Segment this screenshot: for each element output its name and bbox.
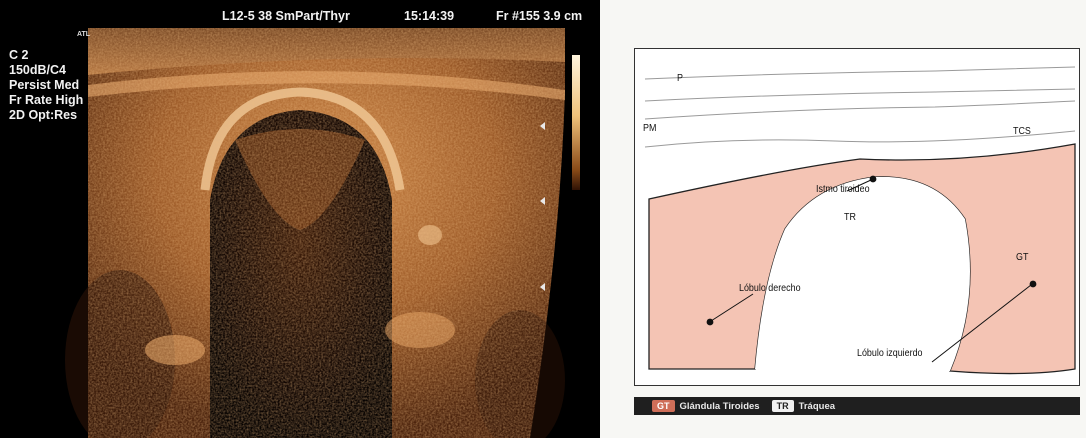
label-tcs: TCS bbox=[1013, 125, 1031, 137]
thyroid-diagram bbox=[635, 49, 1080, 386]
gray-scale-bar bbox=[572, 55, 580, 190]
label-pm: PM bbox=[643, 122, 656, 134]
label-gt: GT bbox=[1016, 251, 1028, 263]
thyroid-diagram-panel: P PM TCS Istmo tiroideo TR GT Lóbulo der… bbox=[634, 48, 1080, 438]
param-line: Persist Med bbox=[9, 78, 83, 93]
focus-marker-icon bbox=[540, 197, 545, 205]
legend-gt-badge: GT bbox=[652, 400, 675, 412]
label-left-lobe: Lóbulo izquierdo bbox=[857, 347, 923, 359]
atl-logo: ATL bbox=[77, 31, 90, 38]
label-right-lobe: Lóbulo derecho bbox=[739, 282, 801, 294]
scan-time: 15:14:39 bbox=[404, 9, 454, 24]
param-line: 2D Opt:Res bbox=[9, 108, 83, 123]
ultrasound-header: L12-5 38 SmPart/Thyr 15:14:39 Fr #155 3.… bbox=[0, 9, 600, 25]
label-tr: TR bbox=[844, 211, 856, 223]
legend-bar: GT Glándula Tiroides TR Tráquea bbox=[634, 397, 1080, 415]
param-line: 150dB/C4 bbox=[9, 63, 83, 78]
focus-marker-icon bbox=[540, 283, 545, 291]
focus-marker-icon bbox=[540, 122, 545, 130]
scan-parameters: C 2 150dB/C4 Persist Med Fr Rate High 2D… bbox=[9, 48, 83, 123]
ultrasound-image: ATL L12-5 38 SmPart/Thyr 15:14:39 Fr #15… bbox=[0, 0, 600, 438]
label-p: P bbox=[677, 72, 683, 84]
legend-tr-badge: TR bbox=[772, 400, 794, 412]
diagram-frame: P PM TCS Istmo tiroideo TR GT Lóbulo der… bbox=[634, 48, 1080, 386]
label-isthmus: Istmo tiroideo bbox=[816, 183, 870, 195]
frame-depth: Fr #155 3.9 cm bbox=[496, 9, 582, 24]
legend-gt-text: Glándula Tiroides bbox=[680, 401, 760, 412]
param-line: Fr Rate High bbox=[9, 93, 83, 108]
ultrasound-scan bbox=[0, 0, 600, 438]
param-line: C 2 bbox=[9, 48, 83, 63]
legend-tr-text: Tráquea bbox=[799, 401, 835, 412]
probe-label: L12-5 38 SmPart/Thyr bbox=[222, 9, 350, 24]
